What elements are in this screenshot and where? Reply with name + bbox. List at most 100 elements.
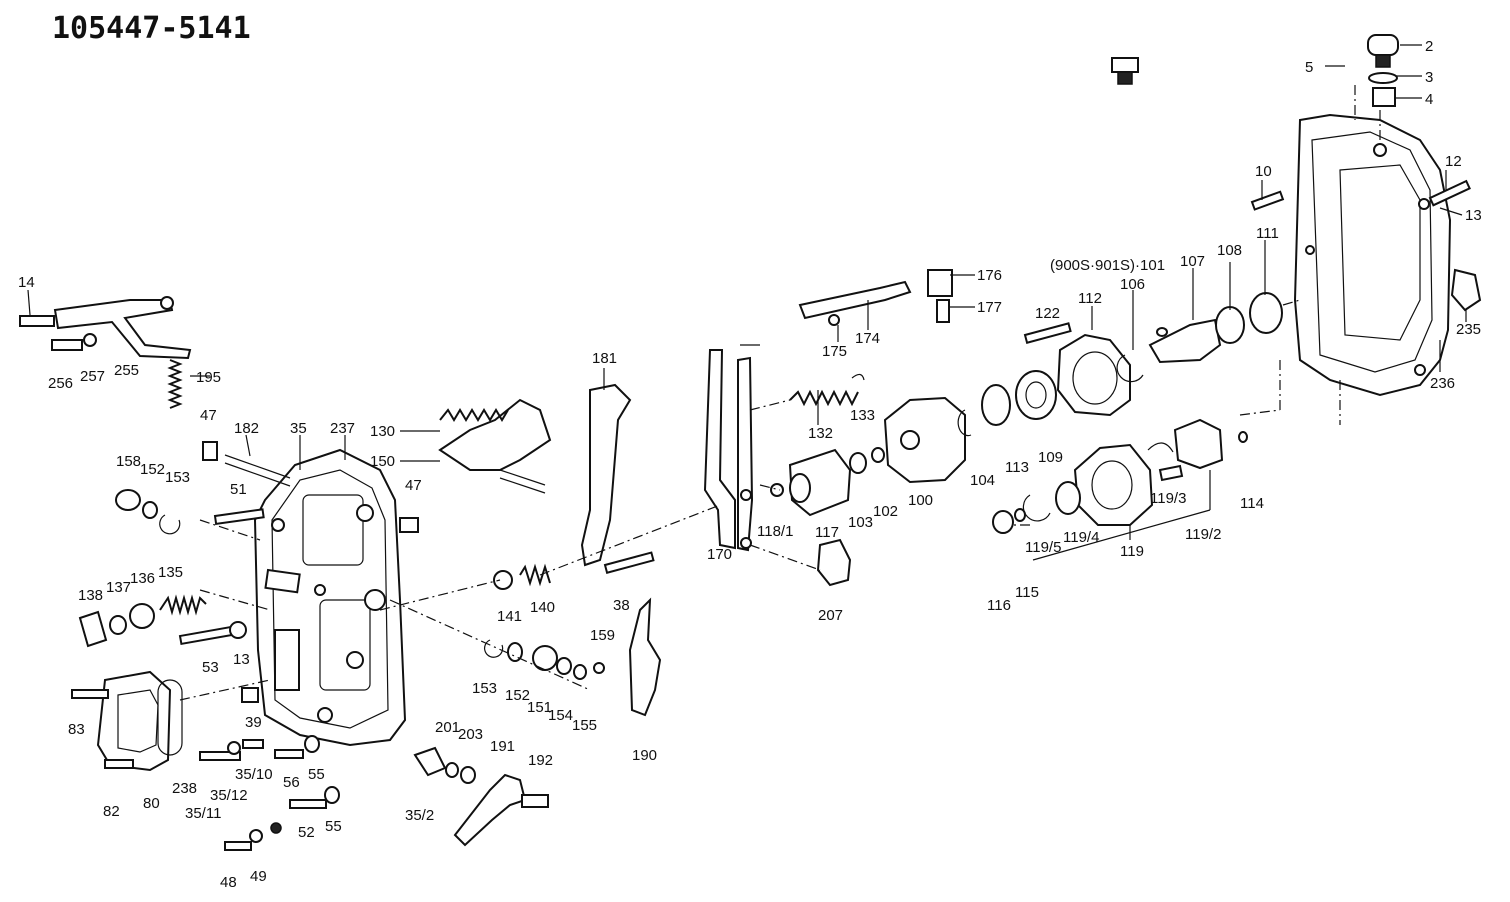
label-119-5: 119/5 — [1025, 539, 1061, 556]
label-238: 238 — [172, 780, 197, 797]
label-82: 82 — [103, 803, 120, 820]
label-176: 176 — [977, 267, 1002, 284]
center-parts — [413, 383, 662, 847]
linkage-170 — [703, 269, 953, 587]
label-49: 49 — [250, 868, 267, 885]
label-80: 80 — [143, 795, 160, 812]
gear-119-group — [992, 418, 1248, 534]
label-158: 158 — [116, 453, 141, 470]
label-118-1: 118/1 — [757, 523, 793, 540]
label-55: 55 — [308, 766, 325, 783]
label-195: 195 — [196, 369, 221, 386]
label-135: 135 — [158, 564, 183, 581]
label-56: 56 — [283, 774, 300, 791]
part-number-title: 105447-5141 — [52, 11, 251, 46]
governor-cover-housing — [1293, 113, 1452, 397]
label-191: 191 — [490, 738, 515, 755]
label-35: 35 — [290, 420, 307, 437]
label-51: 51 — [230, 481, 247, 498]
label-13: 13 — [1465, 207, 1482, 224]
governor-housing — [253, 448, 407, 747]
label-140: 140 — [530, 599, 555, 616]
label-117: 117 — [815, 524, 839, 541]
label-48: 48 — [220, 874, 237, 891]
label-119-2: 119/2 — [1185, 526, 1221, 543]
label-136: 136 — [130, 570, 155, 587]
label-256: 256 — [48, 375, 73, 392]
spring-195 — [167, 359, 183, 409]
label-175: 175 — [822, 343, 847, 360]
label-103: 103 — [848, 514, 873, 531]
label-138: 138 — [78, 587, 103, 604]
label-35-12: 35/12 — [210, 787, 248, 804]
label-236: 236 — [1430, 375, 1455, 392]
label-14: 14 — [18, 274, 35, 291]
label-106: 106 — [1120, 276, 1145, 293]
label-235: 235 — [1456, 321, 1481, 338]
label-119-4: 119/4 — [1063, 529, 1099, 546]
label-101: (900S·901S)·101 — [1050, 257, 1165, 274]
label-114: 114 — [1240, 495, 1264, 512]
label-3: 3 — [1425, 69, 1433, 86]
label-150: 150 — [370, 453, 395, 470]
label-237: 237 — [330, 420, 355, 437]
cover-bolts — [1250, 179, 1482, 312]
label-255: 255 — [114, 362, 139, 379]
label-35-2: 35/2 — [405, 807, 434, 824]
label-174: 174 — [855, 330, 880, 347]
label-182: 182 — [234, 420, 259, 437]
label-100: 100 — [908, 492, 933, 509]
label-83: 83 — [68, 721, 85, 738]
label-52: 52 — [298, 824, 315, 841]
label-151: 151 — [527, 699, 552, 716]
label-115: 115 — [1015, 584, 1039, 601]
label-108: 108 — [1217, 242, 1242, 259]
label-113: 113 — [1005, 459, 1029, 476]
label-152: 152 — [140, 461, 165, 478]
label-119-3: 119/3 — [1150, 490, 1186, 507]
label-104: 104 — [970, 472, 995, 489]
leader-lines — [27, 44, 1467, 701]
flyweight-drive-parts — [883, 292, 1283, 484]
label-55: 55 — [325, 818, 342, 835]
label-133: 133 — [850, 407, 875, 424]
label-153: 153 — [472, 680, 497, 697]
label-12: 12 — [1445, 153, 1462, 170]
label-116: 116 — [987, 597, 1011, 614]
label-137: 137 — [106, 579, 131, 596]
label-181: 181 — [592, 350, 617, 367]
label-47: 47 — [405, 477, 422, 494]
label-141: 141 — [497, 608, 522, 625]
label-2: 2 — [1425, 38, 1433, 55]
lever-assembly-255 — [19, 296, 192, 360]
label-102: 102 — [873, 503, 898, 520]
label-119: 119 — [1120, 543, 1144, 560]
cover-plate — [96, 670, 183, 772]
label-190: 190 — [632, 747, 657, 764]
label-38: 38 — [613, 597, 630, 614]
label-155: 155 — [572, 717, 597, 734]
label-10: 10 — [1255, 163, 1272, 180]
label-154: 154 — [548, 707, 573, 724]
label-122: 122 — [1035, 305, 1060, 322]
label-13: 13 — [233, 651, 250, 668]
label-177: 177 — [977, 299, 1002, 316]
label-107: 107 — [1180, 253, 1205, 270]
left-small-parts — [71, 441, 419, 851]
label-207: 207 — [818, 607, 843, 624]
label-112: 112 — [1078, 290, 1102, 307]
label-170: 170 — [707, 546, 732, 563]
label-203: 203 — [458, 726, 483, 743]
cap-plug-group — [1111, 34, 1399, 107]
label-152: 152 — [505, 687, 530, 704]
label-47: 47 — [200, 407, 217, 424]
label-35-11: 35/11 — [185, 805, 221, 822]
label-130: 130 — [370, 423, 395, 440]
label-53: 53 — [202, 659, 219, 676]
label-109: 109 — [1038, 449, 1063, 466]
label-192: 192 — [528, 752, 553, 769]
label-132: 132 — [808, 425, 833, 442]
label-257: 257 — [80, 368, 105, 385]
label-201: 201 — [435, 719, 460, 736]
